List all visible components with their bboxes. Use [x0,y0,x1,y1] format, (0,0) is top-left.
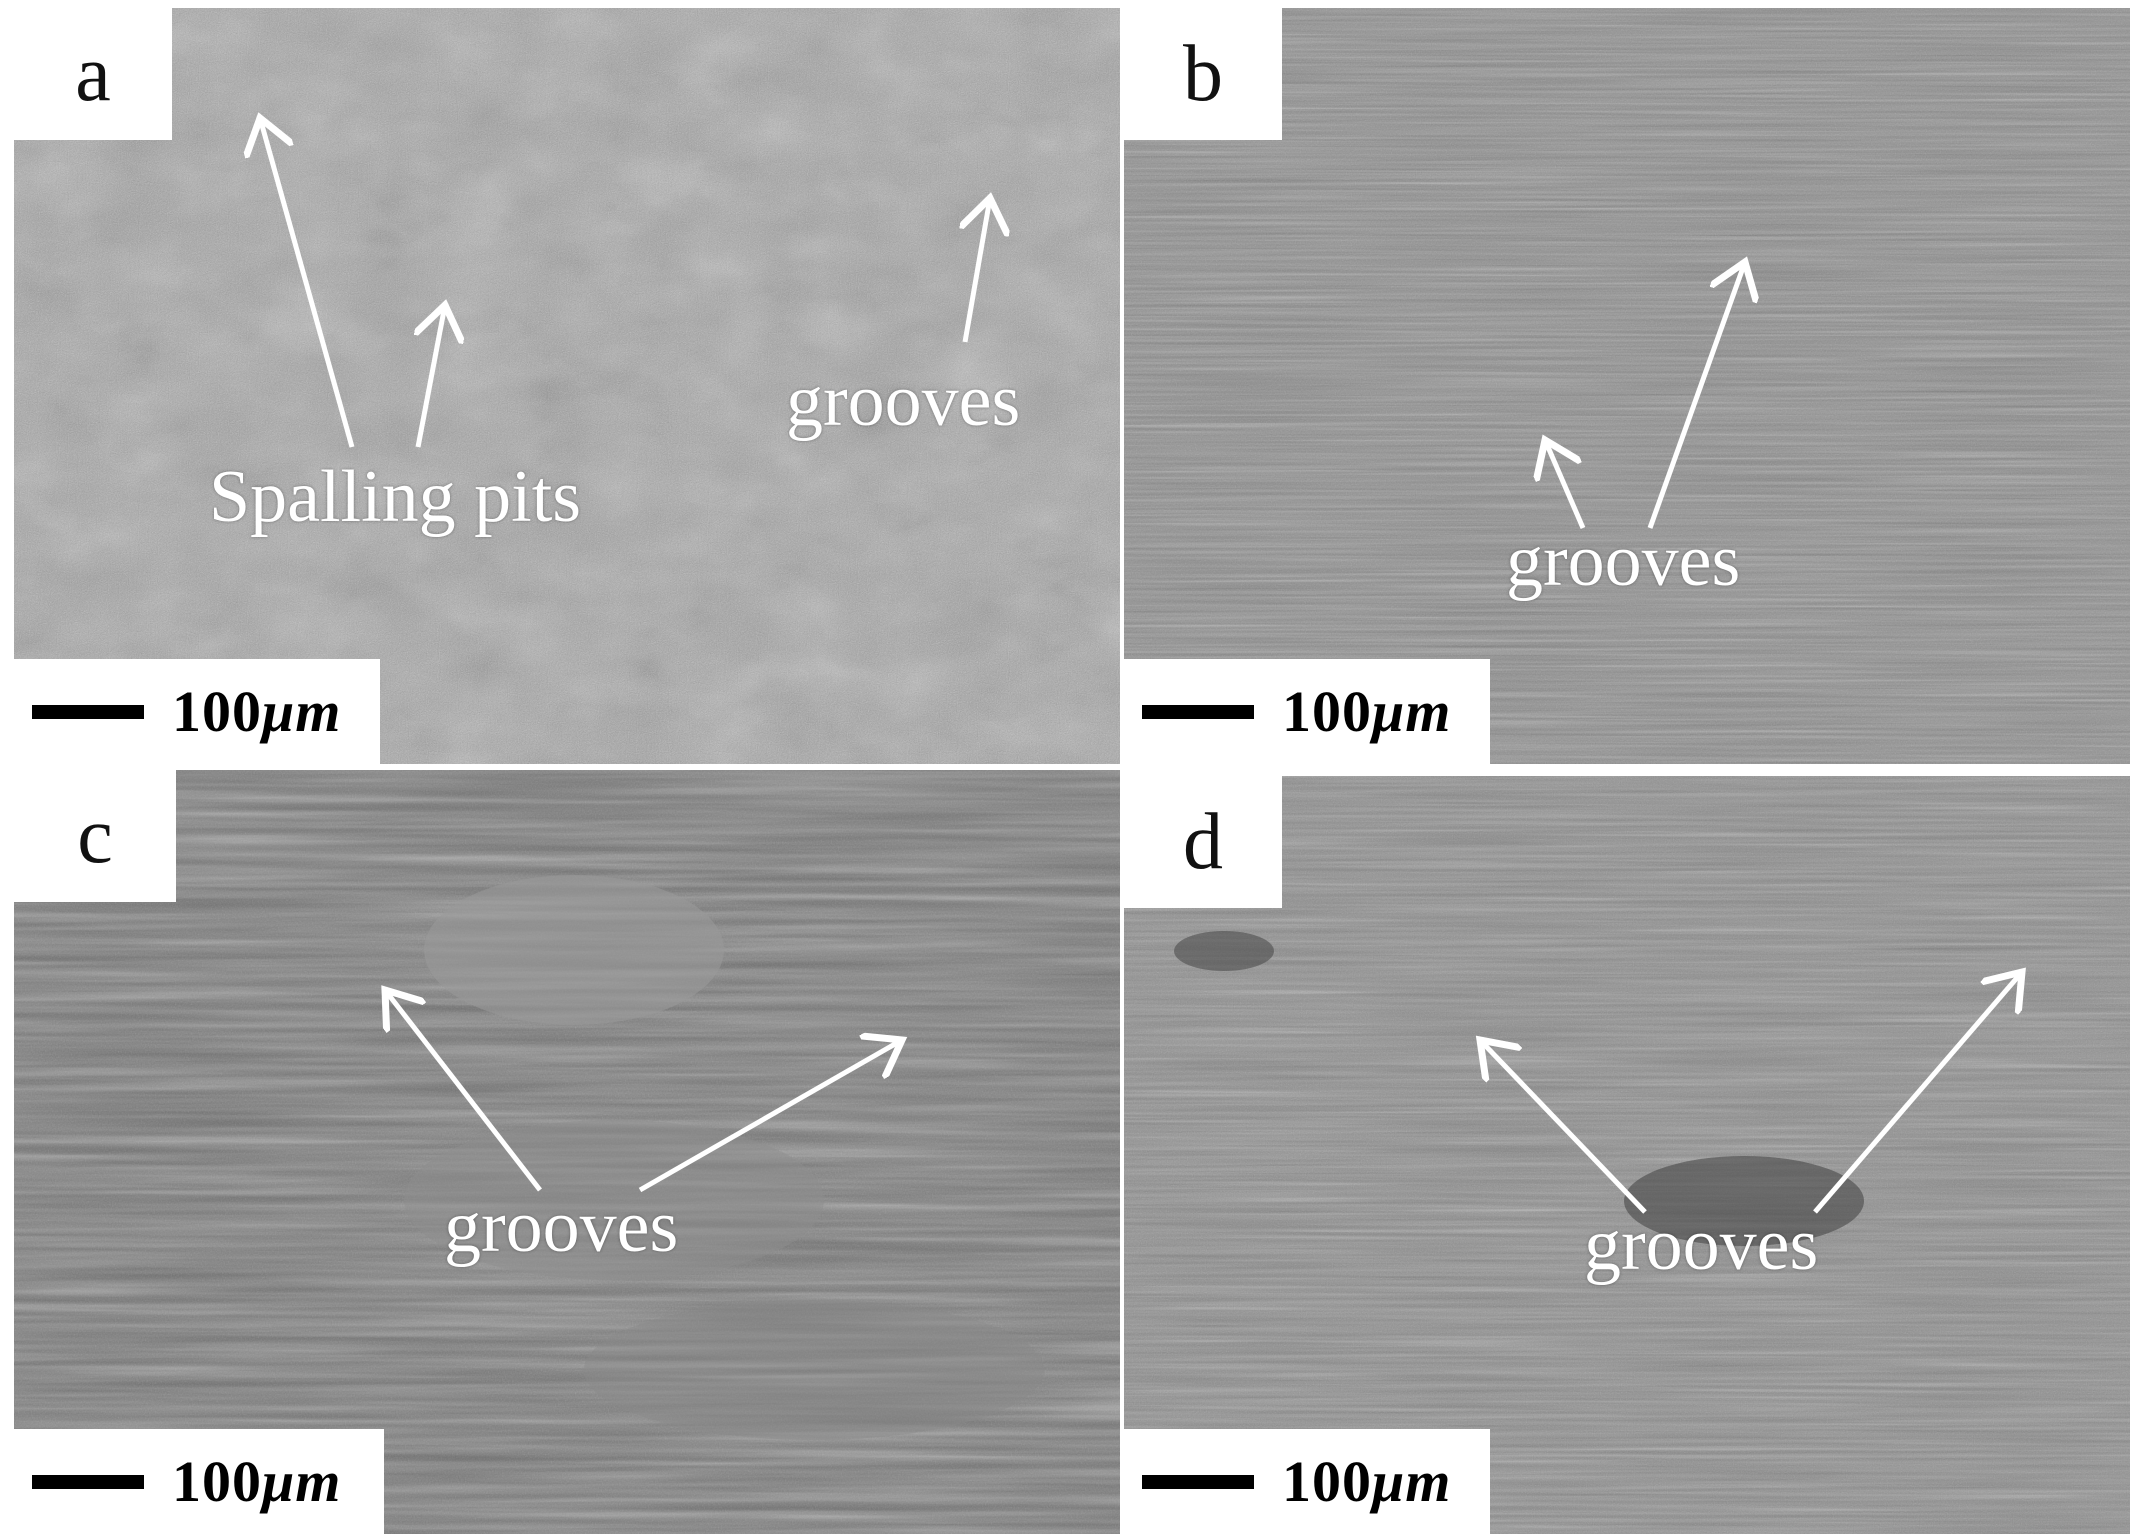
annotation-grooves-d: grooves [1584,1204,1819,1286]
annotation-grooves-b: grooves [1506,520,1741,602]
sem-panel-c: c grooves 100μm [14,770,1120,1534]
scale-bar-d [1142,1474,1254,1489]
annotation-spalling-pits: Spalling pits [209,456,582,538]
panel-label-c: c [14,770,176,902]
scale-bar-c [32,1474,144,1489]
scale-bar-box-a: 100μm [14,659,380,764]
sem-panel-d: d grooves 100μm [1124,776,2130,1534]
scale-bar-box-c: 100μm [14,1429,384,1534]
sem-panel-a: a Spalling pits grooves 100μm [14,8,1120,764]
panel-label-b: b [1124,8,1282,140]
panel-label-a: a [14,8,172,140]
scale-bar-a [32,704,144,719]
scale-label-d: 100μm [1282,1449,1452,1514]
scale-bar-box-d: 100μm [1124,1429,1490,1534]
sem-image-a [14,8,1120,764]
panel-label-d: d [1124,776,1282,908]
sem-image-b [1124,8,2130,764]
scale-bar-b [1142,704,1254,719]
sem-image-c [14,770,1120,1534]
annotation-grooves-a: grooves [786,360,1021,442]
annotation-grooves-c: grooves [444,1186,679,1268]
scale-label-a: 100μm [172,679,342,744]
sem-panel-b: b grooves 100μm [1124,8,2130,764]
scale-label-b: 100μm [1282,679,1452,744]
scale-label-c: 100μm [172,1449,342,1514]
scale-bar-box-b: 100μm [1124,659,1490,764]
